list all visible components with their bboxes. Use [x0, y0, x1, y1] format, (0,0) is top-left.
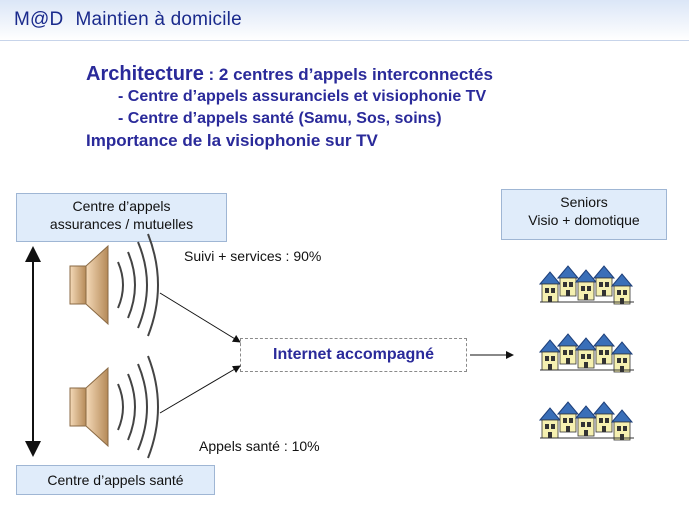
house-group-icon — [540, 402, 634, 440]
box-sante: Centre d’appels santé — [16, 465, 215, 495]
box-seniors: Seniors Visio + domotique — [501, 189, 667, 240]
label-appels: Appels santé : 10% — [199, 438, 320, 454]
box-seniors-line2: Visio + domotique — [528, 212, 640, 228]
arrow-appels — [159, 365, 241, 414]
slide-title: M@D Maintien à domicile — [14, 9, 242, 31]
bullet-list: Architecture : 2 centres d’appels interc… — [86, 63, 493, 152]
title-label: Maintien à domicile — [75, 9, 242, 30]
house-group-icon — [540, 334, 634, 372]
bullet-sub-sante: - Centre d’appels santé (Samu, Sos, soin… — [118, 110, 442, 127]
bullet-architecture: Architecture : 2 centres d’appels interc… — [86, 63, 493, 86]
architecture-rest: : 2 centres d’appels interconnectés — [203, 65, 493, 84]
architecture-word: Architecture — [86, 63, 204, 85]
arrow-suivi — [159, 292, 241, 343]
box-seniors-line1: Seniors — [560, 194, 608, 210]
house-group-icon — [540, 266, 634, 304]
hub-label: Internet accompagné — [273, 346, 434, 363]
bullet-importance: Importance de la visiophonie sur TV — [86, 131, 378, 150]
hub-internet: Internet accompagné — [240, 338, 467, 372]
box-assurances-line2: assurances / mutuelles — [49, 216, 194, 232]
slide-header: M@D Maintien à domicile — [0, 0, 689, 41]
speaker-icon — [69, 233, 159, 337]
box-sante-label: Centre d’appels santé — [47, 472, 184, 488]
box-assurances: Centre d’appels assurances / mutuelles — [16, 193, 227, 242]
speaker-icon — [69, 355, 159, 459]
brand-label: M@D — [14, 9, 64, 30]
box-assurances-line1: Centre d’appels — [72, 198, 171, 214]
bullet-sub-assurance: - Centre d’appels assuranciels et visiop… — [118, 88, 487, 105]
label-suivi: Suivi + services : 90% — [184, 248, 322, 264]
